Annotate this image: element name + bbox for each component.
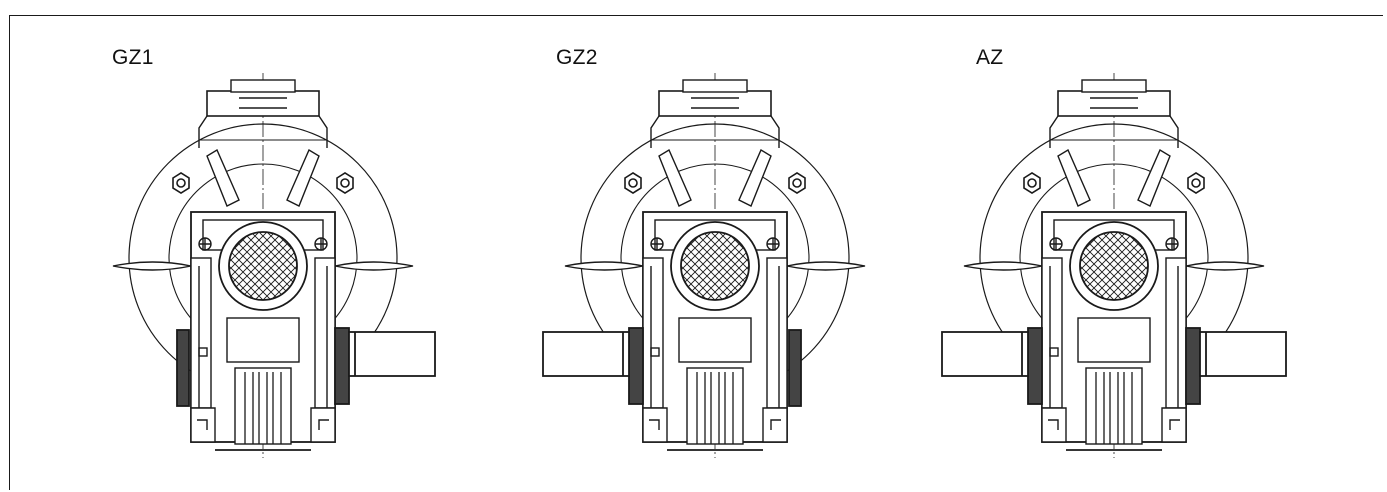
- figure-label-gz2: GZ2: [556, 46, 598, 69]
- drawing-frame: [9, 15, 1383, 490]
- figure-label-gz1: GZ1: [112, 46, 154, 69]
- figure-label-az: AZ: [976, 46, 1004, 69]
